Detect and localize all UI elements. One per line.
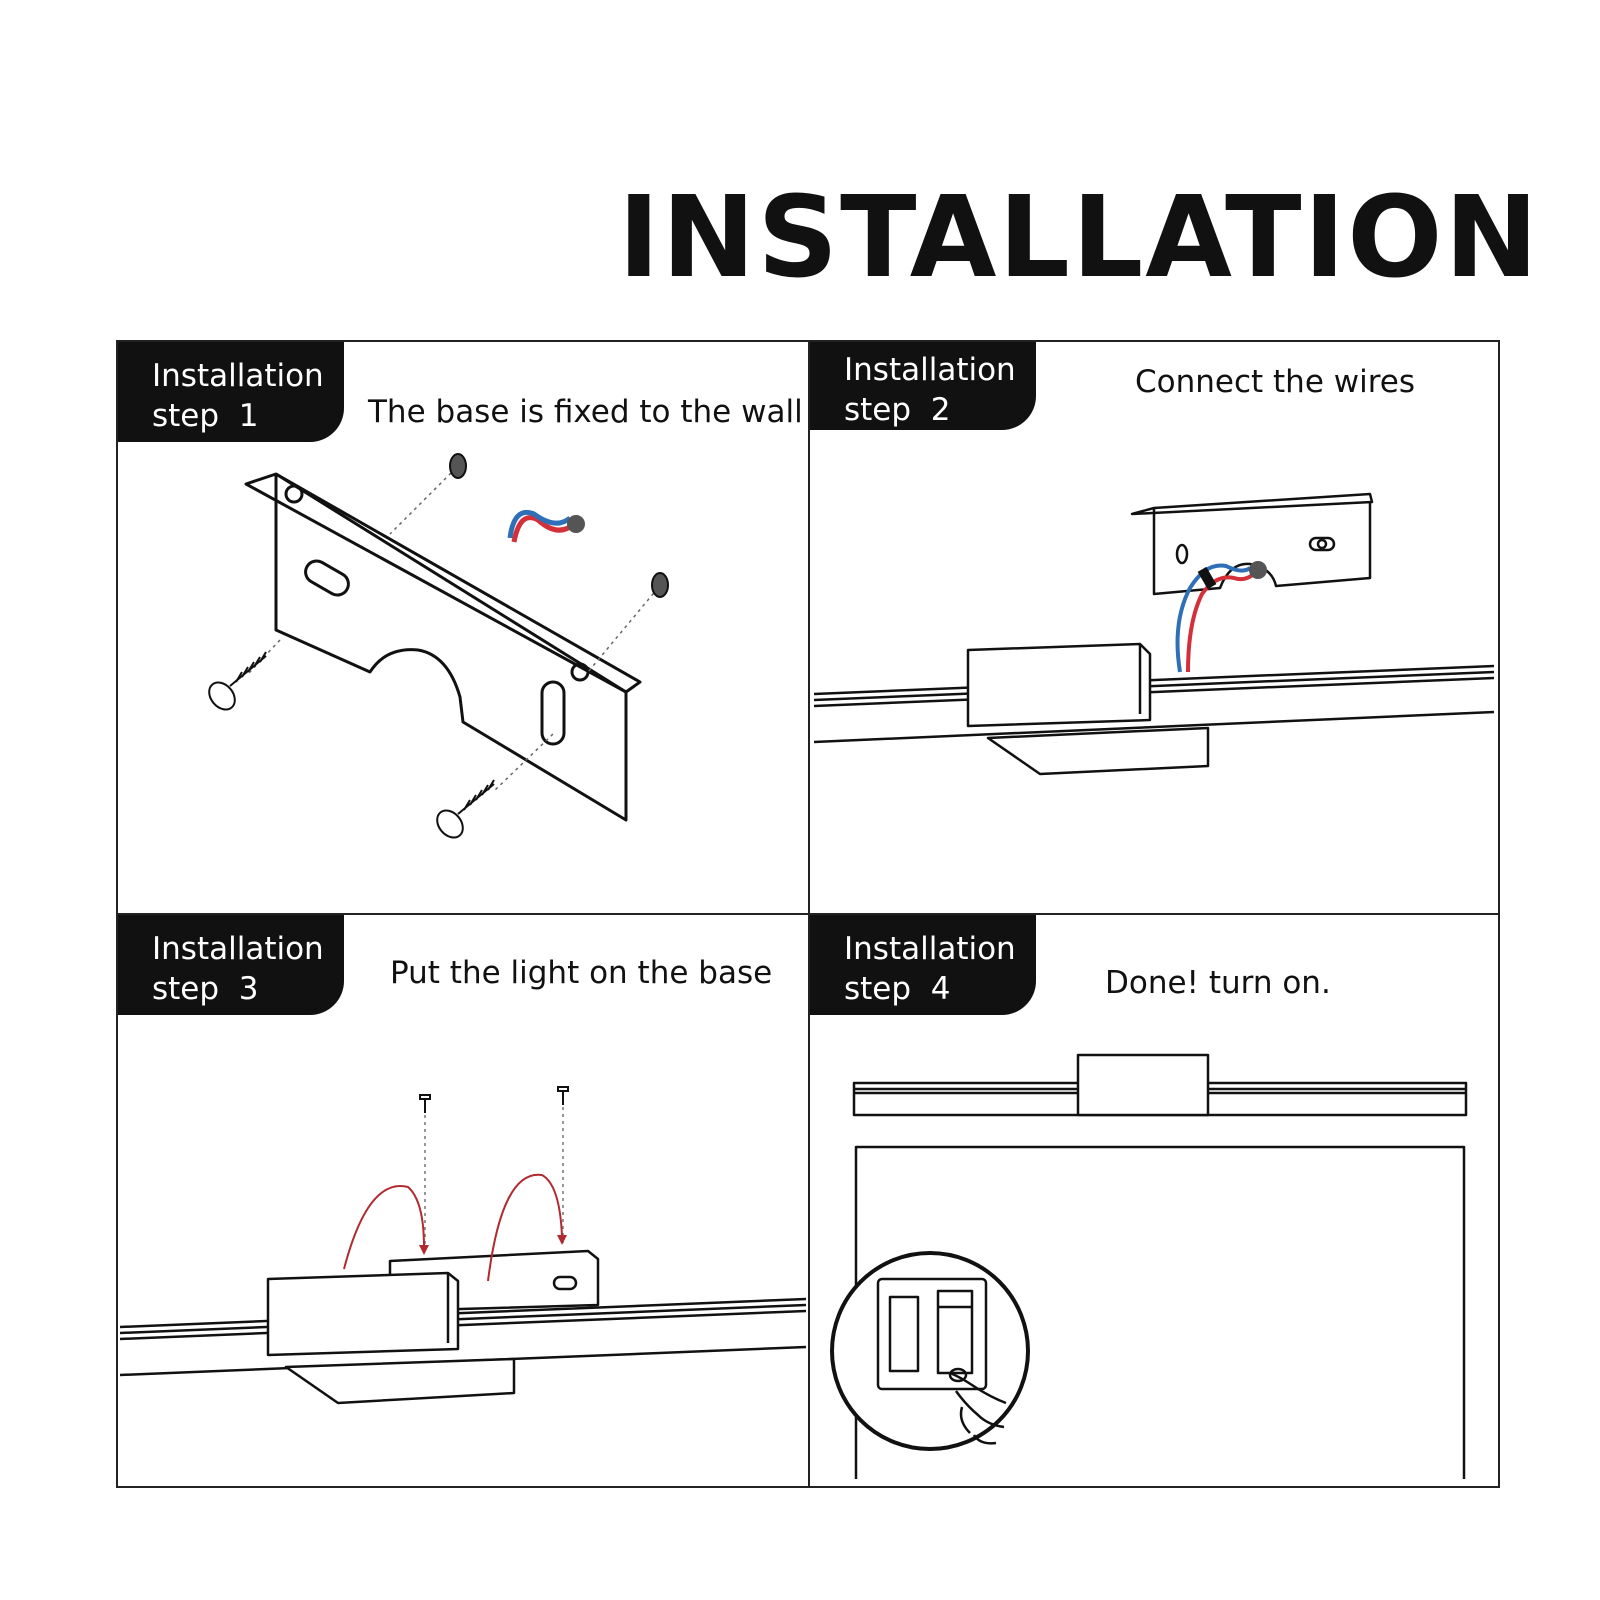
- step-3-label: Installation: [152, 931, 324, 967]
- step-2-caption: Connect the wires: [1135, 364, 1416, 400]
- step-1-panel: Installation step 1 The base is fixed to…: [118, 342, 808, 913]
- step-2-label: Installation: [844, 352, 1016, 388]
- screw-icon: [208, 651, 267, 711]
- step-1-number: step 1: [152, 398, 259, 434]
- step-2-panel: Installation step 2 Connect the wires: [810, 342, 1498, 913]
- step-1-caption: The base is fixed to the wall: [368, 394, 803, 430]
- step-4-number: step 4: [844, 971, 951, 1007]
- step-2-number: step 2: [844, 392, 951, 428]
- step-4-illustration: [830, 1053, 1468, 1479]
- step-3-illustration: [119, 1086, 807, 1405]
- step-4-label: Installation: [844, 931, 1016, 967]
- step-2-badge: Installation step 2: [810, 342, 1036, 430]
- step-1-badge: Installation step 1: [118, 342, 344, 442]
- step-4-caption: Done! turn on.: [1105, 965, 1331, 1001]
- horizontal-divider: [116, 913, 1500, 915]
- step-4-badge: Installation step 4: [810, 915, 1036, 1015]
- step-1-illustration: [208, 453, 669, 839]
- page-title: INSTALLATION: [618, 173, 1541, 303]
- step-1-label: Installation: [152, 358, 324, 394]
- step-2-illustration: [813, 492, 1495, 776]
- step-3-badge: Installation step 3: [118, 915, 344, 1015]
- step-3-number: step 3: [152, 971, 259, 1007]
- step-3-caption: Put the light on the base: [390, 955, 773, 991]
- step-4-panel: Installation step 4 Done! turn on.: [810, 915, 1498, 1486]
- step-3-panel: Installation step 3 Put the light on the…: [118, 915, 808, 1486]
